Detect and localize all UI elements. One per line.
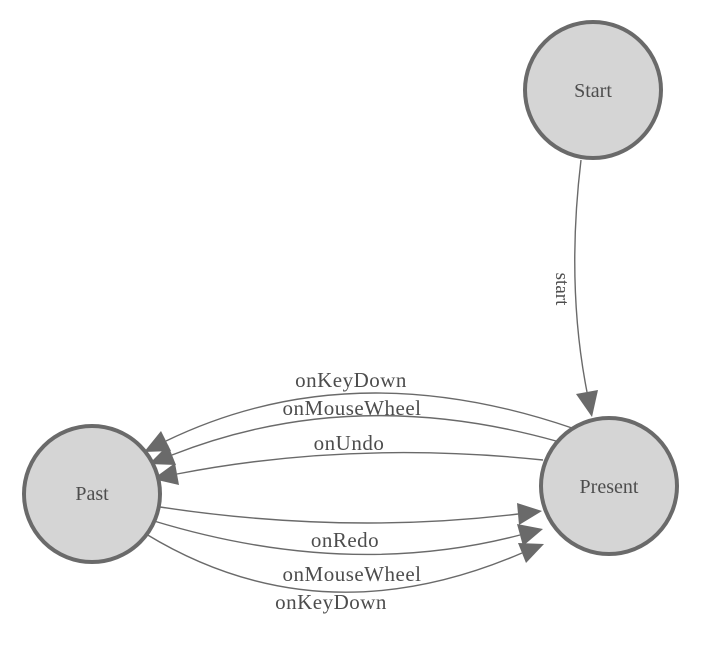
edge-label-onredo: onRedo [311, 528, 379, 552]
arrowhead-icon [149, 445, 176, 465]
edge-label-onkeydown-lower: onKeyDown [275, 590, 387, 614]
edge-start-to-present: start [551, 159, 598, 417]
edge-label-onkeydown-upper: onKeyDown [295, 368, 407, 392]
edge-present-to-past-onundo-line [176, 451, 544, 475]
arrowhead-icon [517, 524, 543, 546]
arrowhead-icon [576, 390, 598, 417]
arrowhead-icon [517, 503, 542, 525]
state-node-present-circle [539, 416, 679, 556]
edge-label-start: start [551, 273, 572, 306]
edge-present-to-past-onkeydown-line [165, 392, 573, 442]
edge-label-onmousewheel-lower: onMouseWheel [283, 562, 422, 586]
edge-present-to-past-onkeydown: onKeyDown [144, 368, 573, 452]
edge-present-to-past-onmousewheel: onMouseWheel [149, 396, 557, 465]
edge-start-to-present-line [574, 159, 588, 393]
edge-present-to-past-onmousewheel-line [171, 414, 557, 456]
state-node-past-label: Past [75, 483, 109, 505]
edge-past-to-present-onmousewheel-line [153, 520, 521, 556]
state-node-present-label: Present [580, 476, 639, 498]
edge-label-onmousewheel-upper: onMouseWheel [283, 396, 422, 420]
state-node-start-circle [523, 20, 663, 160]
state-node-past-circle [22, 424, 162, 564]
arrowhead-icon [144, 431, 171, 452]
state-node-start: Start [523, 20, 663, 160]
state-node-present: Present [539, 416, 679, 556]
edge-past-to-present-onredo: onRedo [159, 503, 542, 552]
arrowhead-icon [518, 543, 544, 563]
edge-present-to-past-onundo: onUndo [153, 431, 544, 485]
edge-past-to-present-onredo-line [159, 506, 519, 524]
edge-past-to-present-onmousewheel: onMouseWheel [153, 520, 543, 586]
edge-past-to-present-onkeydown: onKeyDown [145, 533, 544, 614]
state-node-start-label: Start [574, 80, 612, 102]
edge-label-onundo: onUndo [314, 431, 385, 455]
edge-past-to-present-onkeydown-line [145, 533, 523, 593]
state-node-past: Past [22, 424, 162, 564]
